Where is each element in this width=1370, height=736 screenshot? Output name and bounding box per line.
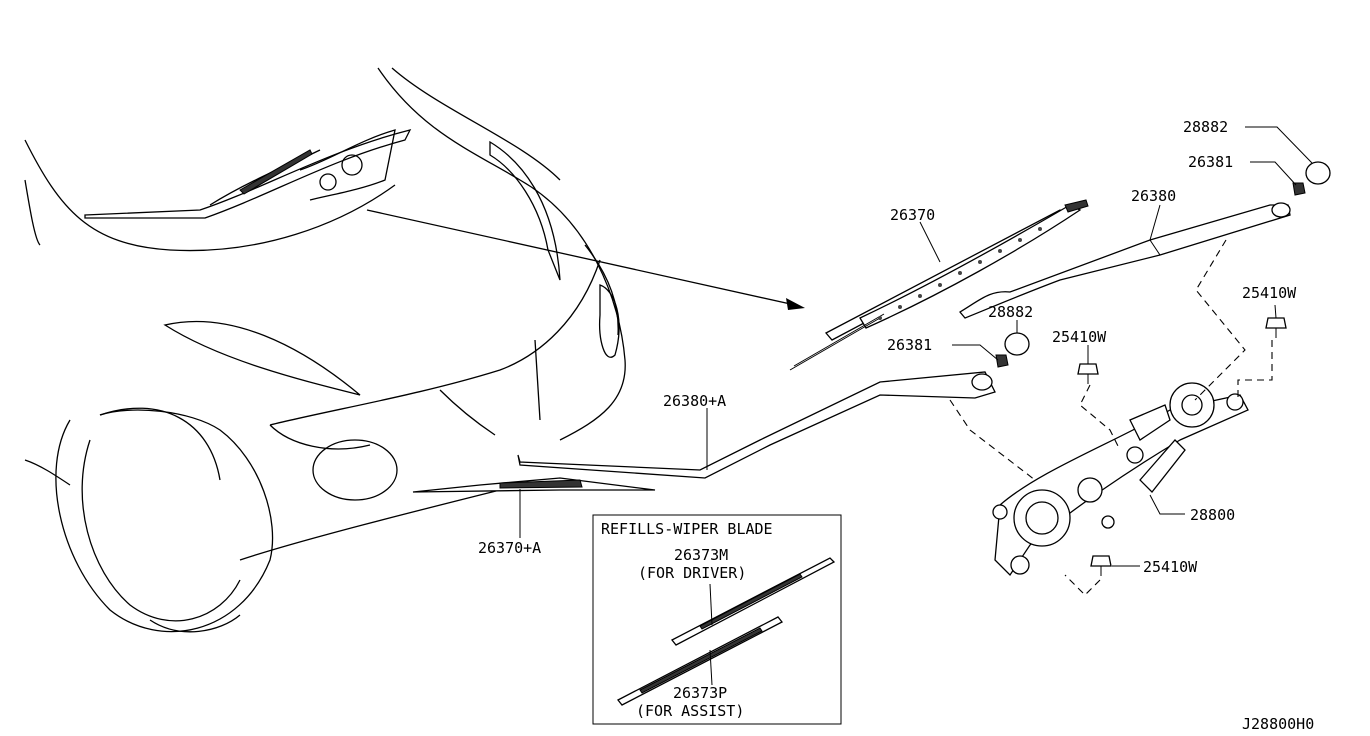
refill-assist-note: (FOR ASSIST) xyxy=(636,702,744,720)
cap-28882-mid xyxy=(1004,332,1030,356)
label-28800: 28800 xyxy=(1190,506,1235,524)
bolt-25410w-low xyxy=(1090,555,1112,576)
refills-box-title: REFILLS-WIPER BLADE xyxy=(601,520,773,538)
label-28882-mid: 28882 xyxy=(988,303,1033,321)
label-26380: 26380 xyxy=(1131,187,1176,205)
nut-26381-top xyxy=(1292,182,1306,196)
label-26381-top: 26381 xyxy=(1188,153,1233,171)
bolt-25410w-right xyxy=(1265,317,1287,338)
car-body-illustration xyxy=(24,67,626,633)
label-26381-mid: 26381 xyxy=(887,336,932,354)
label-25410w-mid: 25410W xyxy=(1052,328,1107,346)
refill-assist-part-number: 26373P xyxy=(673,684,727,702)
wiper-motor-linkage-28800 xyxy=(992,382,1249,577)
refill-driver-note: (FOR DRIVER) xyxy=(638,564,746,582)
refill-driver-part-number: 26373M xyxy=(674,546,728,564)
refill-strip-assist xyxy=(616,616,784,706)
diagram-code: J28800H0 xyxy=(1242,715,1314,733)
wiper-blade-26370a xyxy=(412,477,656,493)
cap-28882-top xyxy=(1305,161,1331,185)
direction-arrow xyxy=(366,209,805,310)
refills-wiper-blade-box: REFILLS-WIPER BLADE 26373M (FOR DRIVER) … xyxy=(592,514,842,725)
refill-strip-driver xyxy=(670,557,836,646)
part-labels: 28882 26381 26380 26370 25410W 28882 254… xyxy=(478,118,1297,576)
nut-26381-mid xyxy=(995,354,1009,368)
label-28882-top: 28882 xyxy=(1183,118,1228,136)
leader-lines xyxy=(519,126,1313,567)
label-26380a: 26380+A xyxy=(663,392,726,410)
guide-lines xyxy=(949,239,1273,596)
wiper-arm-26380 xyxy=(959,202,1291,319)
label-26370: 26370 xyxy=(890,206,935,224)
label-25410w-low: 25410W xyxy=(1143,558,1198,576)
wiper-blade-26370 xyxy=(789,199,1089,371)
label-26370a: 26370+A xyxy=(478,539,541,557)
label-25410w-right: 25410W xyxy=(1242,284,1297,302)
bolt-25410w-mid xyxy=(1077,363,1099,384)
wiper-arm-26380a xyxy=(517,371,996,479)
